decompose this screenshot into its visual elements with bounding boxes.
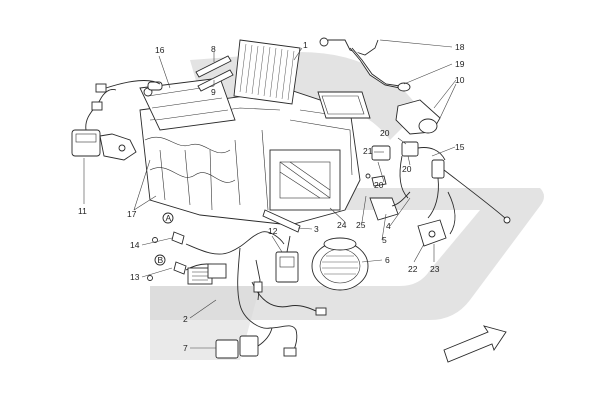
callout-10: 10 (455, 75, 465, 85)
hose-part-3 (262, 209, 301, 233)
relay-part-7 (215, 327, 273, 359)
callout-15: 15 (455, 142, 465, 152)
sensor-cluster-part-15-20 (371, 141, 511, 224)
callout-6: 6 (385, 255, 390, 265)
fastener-group-13-14: A B (147, 212, 187, 281)
control-module-part-12 (275, 235, 299, 283)
callout-12: 12 (268, 226, 278, 236)
blower-fan-part-6 (311, 237, 369, 291)
callout-24: 24 (337, 220, 347, 230)
callout-labels: 16 1 8 9 18 19 10 15 11 17 14 13 3 12 2 … (78, 40, 465, 353)
callout-14: 14 (130, 240, 140, 250)
callout-2: 2 (183, 314, 188, 324)
wiring-harness-part-2 (185, 231, 327, 357)
leader-lines (83, 39, 457, 349)
callout-7: 7 (183, 343, 188, 353)
pipe-part-18-19 (319, 37, 411, 92)
badge-a: A (166, 213, 172, 223)
callout-20-right: 20 (402, 164, 412, 174)
tubes-part-8-9 (195, 55, 234, 92)
callout-11: 11 (78, 206, 87, 216)
callout-18: 18 (455, 42, 465, 52)
callout-8: 8 (211, 44, 216, 54)
callout-21: 21 (363, 146, 373, 156)
callout-22: 22 (408, 264, 418, 274)
vent-part-10 (395, 99, 441, 135)
callout-5: 5 (382, 235, 387, 245)
resistor-part-4-5 (365, 173, 411, 221)
direction-arrow-icon (443, 325, 507, 363)
callout-20-lower: 20 (374, 180, 384, 190)
frame-part-16 (139, 77, 236, 131)
cabin-filter-part-1 (233, 39, 301, 105)
callout-16: 16 (155, 45, 165, 55)
callout-19: 19 (455, 59, 465, 69)
bracket-part-22-23 (417, 191, 456, 247)
callout-13: 13 (130, 272, 140, 282)
badge-b: B (158, 255, 164, 265)
gasket-frame (317, 91, 371, 119)
callout-23: 23 (430, 264, 440, 274)
callout-1: 1 (303, 40, 308, 50)
actuator-part-11 (71, 80, 161, 161)
callout-25: 25 (356, 220, 366, 230)
callout-17: 17 (127, 209, 137, 219)
callout-4: 4 (386, 221, 391, 231)
callout-9: 9 (211, 87, 216, 97)
callout-3: 3 (314, 224, 319, 234)
callout-20-upper: 20 (380, 128, 390, 138)
